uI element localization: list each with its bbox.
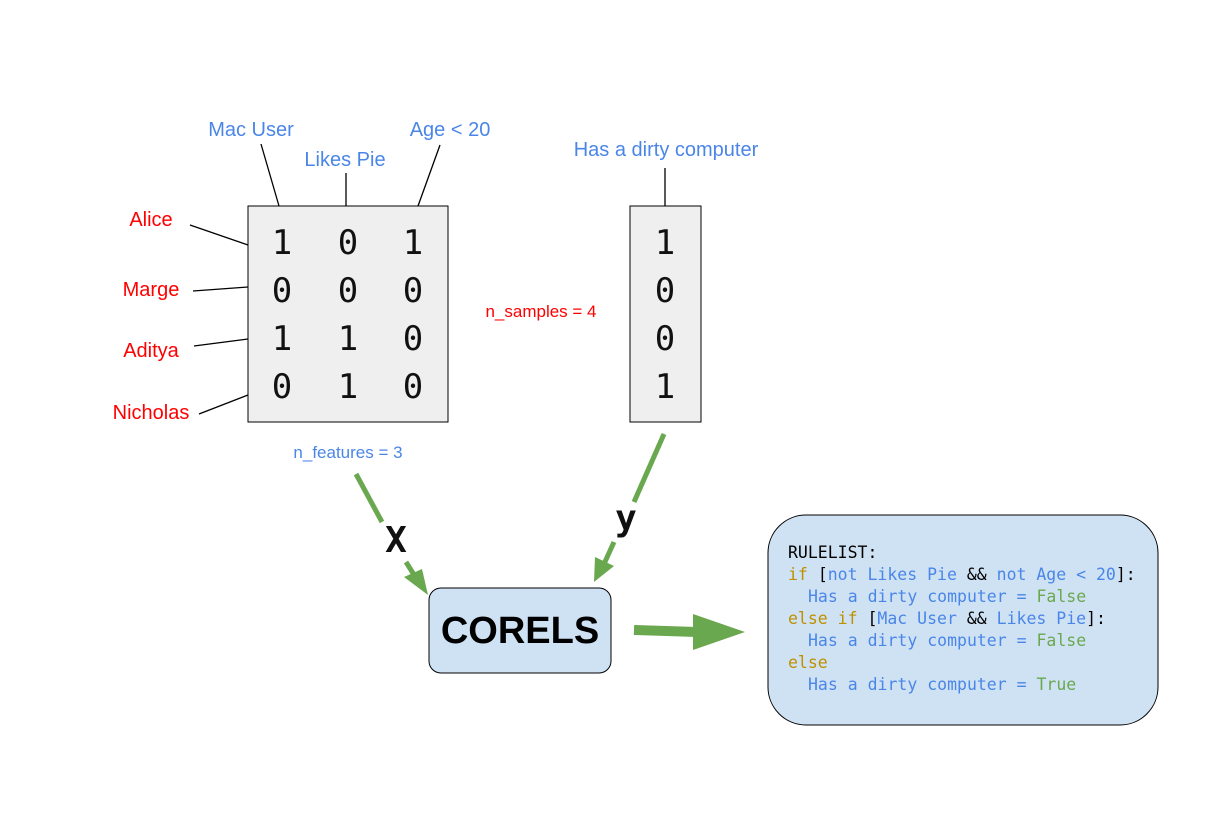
feature-label-mac-user: Mac User xyxy=(208,119,294,141)
arrow-out-head xyxy=(693,614,745,650)
y-arrow-label: y xyxy=(615,498,637,539)
sample-label-nicholas: Nicholas xyxy=(113,402,190,424)
target-name: Has a dirty computer xyxy=(808,675,1007,694)
x-cell: 0 xyxy=(403,271,423,311)
y-cell: 0 xyxy=(655,271,675,311)
corels-box xyxy=(428,587,612,674)
rulelist-box xyxy=(767,514,1159,726)
corels-label: CORELS xyxy=(441,610,599,652)
x-cell: 1 xyxy=(403,223,423,263)
equals-sign: = xyxy=(1017,587,1027,606)
close-bracket: ]: xyxy=(1116,565,1136,584)
equals-sign: = xyxy=(1017,631,1027,650)
else-keyword: else xyxy=(788,653,828,672)
condition-2a: Mac User xyxy=(877,609,957,628)
rulelist-code: RULELIST: if [not Likes Pie && not Age <… xyxy=(788,543,1136,694)
x-cell: 0 xyxy=(403,319,423,359)
y-vector-box xyxy=(629,205,702,423)
rulelist-line-pred1: Has a dirty computer = False xyxy=(808,587,1086,606)
y-vector-values: 1 0 0 1 xyxy=(655,223,675,407)
arrow-y-to-corels xyxy=(594,432,667,582)
arrow-y-head xyxy=(594,557,614,582)
x-cell: 0 xyxy=(338,223,358,263)
y-cell: 1 xyxy=(655,367,675,407)
rulelist-header-text: RULELIST: xyxy=(788,543,877,562)
y-cell: 0 xyxy=(655,319,675,359)
x-matrix-values: 1 0 1 0 0 0 1 1 0 0 1 0 xyxy=(272,223,423,407)
and-operator: && xyxy=(967,565,987,584)
if-keyword: if xyxy=(788,565,808,584)
feature-label-likes-pie: Likes Pie xyxy=(304,149,385,171)
sample-label-alice: Alice xyxy=(129,209,172,231)
x-cell: 1 xyxy=(272,223,292,263)
else-if-keyword: else if xyxy=(788,609,858,628)
prediction-false: False xyxy=(1037,587,1087,606)
close-bracket: ]: xyxy=(1086,609,1106,628)
open-bracket: [ xyxy=(867,609,877,628)
rulelist-line-if: if [not Likes Pie && not Age < 20]: xyxy=(788,565,1136,584)
condition-1b: not Age < 20 xyxy=(997,565,1116,584)
arrow-y-shaft-bottom xyxy=(601,540,617,566)
target-name: Has a dirty computer xyxy=(808,631,1007,650)
x-cell: 1 xyxy=(338,367,358,407)
n-features-label: n_features = 3 xyxy=(293,443,402,462)
and-operator: && xyxy=(967,609,987,628)
x-arrow-label: X xyxy=(385,520,407,561)
condition-1a: not Likes Pie xyxy=(828,565,957,584)
connector-alice xyxy=(189,224,249,246)
connector-marge xyxy=(192,286,249,292)
x-cell: 1 xyxy=(338,319,358,359)
x-cell: 0 xyxy=(403,367,423,407)
target-name: Has a dirty computer xyxy=(808,587,1007,606)
connector-mac-user xyxy=(260,143,280,207)
x-cell: 0 xyxy=(338,271,358,311)
rulelist-line-else: else xyxy=(788,653,828,672)
arrow-x-to-corels xyxy=(353,472,428,595)
feature-label-age: Age < 20 xyxy=(410,119,491,141)
prediction-false: False xyxy=(1037,631,1087,650)
x-matrix-box xyxy=(247,205,449,423)
rulelist-line-pred2: Has a dirty computer = False xyxy=(808,631,1086,650)
x-cell: 0 xyxy=(272,367,292,407)
connector-age xyxy=(417,144,441,207)
arrow-corels-to-rulelist xyxy=(633,614,745,650)
x-cell: 0 xyxy=(272,271,292,311)
connector-nicholas xyxy=(198,394,249,415)
arrow-out-shaft xyxy=(633,625,698,637)
target-label: Has a dirty computer xyxy=(574,139,759,161)
condition-2b: Likes Pie xyxy=(997,609,1086,628)
y-cell: 1 xyxy=(655,223,675,263)
rulelist-line-pred3: Has a dirty computer = True xyxy=(808,675,1076,694)
arrow-y-shaft-top xyxy=(631,432,667,504)
sample-label-aditya: Aditya xyxy=(123,340,179,362)
rulelist-line-elseif: else if [Mac User && Likes Pie]: xyxy=(788,609,1106,628)
sample-label-marge: Marge xyxy=(123,279,180,301)
open-bracket: [ xyxy=(818,565,828,584)
arrow-x-head xyxy=(404,569,428,595)
arrow-x-shaft-top xyxy=(353,472,385,524)
connector-aditya xyxy=(193,338,249,347)
n-samples-label: n_samples = 4 xyxy=(485,302,596,321)
x-cell: 1 xyxy=(272,319,292,359)
rulelist-header: RULELIST: xyxy=(788,543,877,562)
prediction-true: True xyxy=(1037,675,1077,694)
equals-sign: = xyxy=(1017,675,1027,694)
